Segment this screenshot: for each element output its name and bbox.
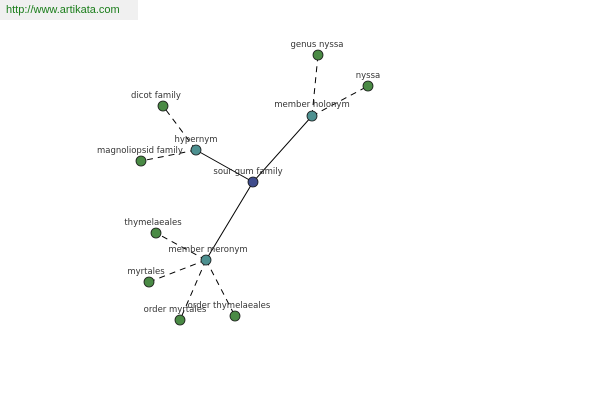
- edge-center-to-member-meronym: [205, 181, 254, 261]
- node-center[interactable]: [247, 176, 259, 188]
- edge-center-to-hypernym: [195, 149, 254, 183]
- node-order-thymelaeales[interactable]: [229, 310, 241, 322]
- node-member-meronym[interactable]: [200, 254, 212, 266]
- labels-layer: sour gum family hypernym member holonym mem…: [97, 40, 380, 315]
- node-nyssa[interactable]: [362, 80, 374, 92]
- node-label-magnoliopsid-family[interactable]: magnoliopsid family: [97, 146, 183, 156]
- node-label-thymelaeales[interactable]: thymelaeales: [124, 218, 182, 228]
- node-label-dicot-family[interactable]: dicot family: [131, 91, 181, 101]
- url-banner: http://www.artikata.com: [0, 0, 138, 20]
- node-order-myrtales[interactable]: [174, 314, 186, 326]
- node-label-hypernym[interactable]: hypernym: [174, 135, 217, 145]
- node-label-genus-nyssa[interactable]: genus nyssa: [290, 40, 343, 50]
- edge-member-meronym-to-thymelaeales: [155, 232, 207, 261]
- node-label-myrtales[interactable]: myrtales: [127, 267, 165, 277]
- node-myrtales[interactable]: [143, 276, 155, 288]
- node-label-center[interactable]: sour gum family: [213, 167, 282, 177]
- node-label-order-myrtales[interactable]: order myrtales: [144, 305, 207, 315]
- node-magnoliopsid-family[interactable]: [135, 155, 147, 167]
- node-member-holonym[interactable]: [306, 110, 318, 122]
- edge-center-to-member-holonym: [252, 115, 313, 183]
- edge-hypernym-to-dicot-family: [162, 105, 197, 151]
- node-thymelaeales[interactable]: [150, 227, 162, 239]
- site-url-link[interactable]: http://www.artikata.com: [6, 4, 120, 16]
- edges-layer: [140, 54, 369, 321]
- node-label-member-meronym[interactable]: member meronym: [168, 245, 247, 255]
- node-dicot-family[interactable]: [157, 100, 169, 112]
- node-label-order-thymelaeales[interactable]: order thymelaeales: [188, 301, 271, 311]
- node-genus-nyssa[interactable]: [312, 49, 324, 61]
- node-hypernym[interactable]: [190, 144, 202, 156]
- edge-hypernym-to-magnoliopsid-family: [140, 149, 197, 162]
- node-label-member-holonym[interactable]: member holonym: [274, 100, 349, 110]
- node-label-nyssa[interactable]: nyssa: [356, 71, 380, 81]
- nodes-layer: [135, 49, 374, 326]
